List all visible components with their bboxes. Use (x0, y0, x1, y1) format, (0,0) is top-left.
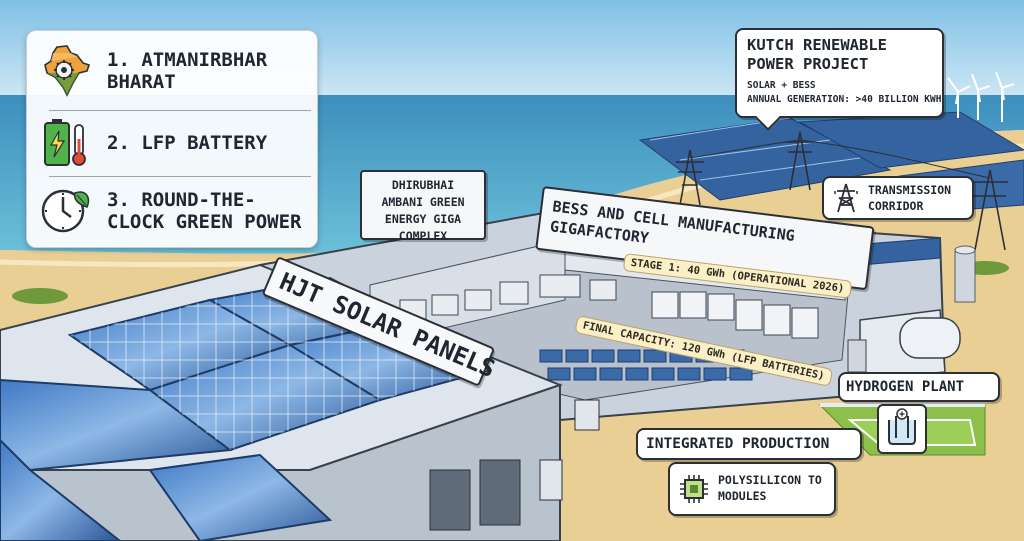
integrated-label-text: INTEGRATED PRODUCTION (646, 436, 830, 452)
polysilicon-label: POLYSILLICON TO MODULES (668, 462, 836, 516)
chip-icon (678, 473, 710, 505)
hydrogen-building (847, 309, 961, 381)
transmission-towers (676, 131, 1008, 251)
legend-item-label: 2. LFP BATTERY (107, 132, 268, 154)
legend-item-label: 3. ROUND-THE-CLOCK GREEN POWER (107, 189, 302, 233)
kutch-line2: ANNUAL GENERATION: >40 BILLION kWh (747, 94, 942, 105)
legend-item-atmanirbhar: 1. ATMANIRBHAR BHARAT (37, 43, 309, 99)
transmission-tower-icon (832, 182, 860, 214)
polysilicon-label-text: POLYSILLICON TO MODULES (718, 473, 822, 503)
divider (49, 176, 311, 177)
bush (12, 288, 68, 304)
complex-sign-text: DHIRUBHAI AMBANI GREEN ENERGY GIGA COMPL… (381, 178, 465, 243)
kutch-line1: SOLAR + BESS (747, 80, 816, 91)
legend-panel: 1. ATMANIRBHAR BHARAT 2. LFP BATTERY (26, 30, 318, 248)
kutch-callout: KUTCH RENEWABLE POWER PROJECT SOLAR + BE… (735, 28, 944, 131)
battery-thermometer-icon (37, 115, 93, 171)
legend-item-green-power: 3. ROUND-THE-CLOCK GREEN POWER (37, 183, 309, 239)
hydrogen-label-text: HYDROGEN PLANT (846, 379, 965, 395)
hydrogen-label: HYDROGEN PLANT (838, 372, 1000, 402)
transmission-label-text: TRANSMISSION CORRIDOR (868, 183, 952, 213)
wind-turbines (947, 71, 1015, 122)
complex-sign: DHIRUBHAI AMBANI GREEN ENERGY GIGA COMPL… (360, 170, 486, 243)
kutch-title: KUTCH RENEWABLE POWER PROJECT (747, 36, 887, 73)
legend-item-label: 1. ATMANIRBHAR BHARAT (107, 49, 268, 93)
electrolysis-icon (877, 404, 927, 454)
divider (49, 110, 311, 111)
legend-item-lfp: 2. LFP BATTERY (37, 115, 309, 171)
india-map-gear-icon (37, 43, 93, 99)
transmission-callout: TRANSMISSION CORRIDOR (822, 176, 974, 220)
tank (954, 245, 976, 303)
integrated-label: INTEGRATED PRODUCTION (636, 428, 862, 460)
clock-leaf-icon (37, 183, 93, 239)
